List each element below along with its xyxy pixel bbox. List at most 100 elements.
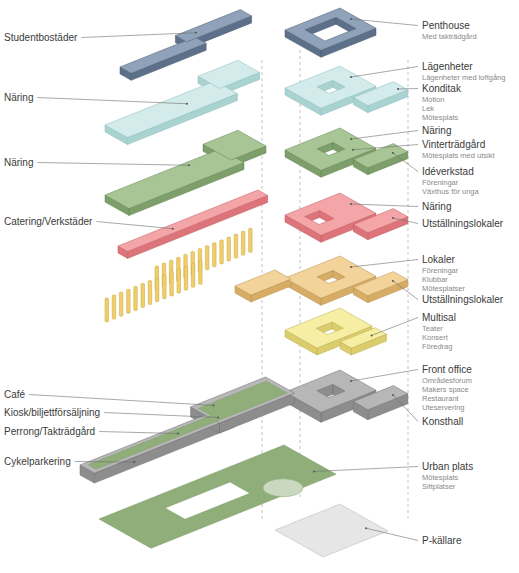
layer-top <box>353 272 407 296</box>
function-note: Mötesplats <box>422 113 458 122</box>
leader-dot <box>392 394 394 396</box>
layer-label: Näring <box>422 201 451 212</box>
layer-label: Näring <box>422 125 451 136</box>
leader-dot <box>172 228 174 230</box>
leader-dot <box>188 164 190 166</box>
leader-dot <box>350 203 352 205</box>
leader-line <box>96 222 172 229</box>
leader-dot <box>350 76 352 78</box>
leader-line <box>75 461 135 463</box>
function-note: Föreningar <box>422 178 458 187</box>
leader-dot <box>213 404 215 406</box>
leader-line <box>393 153 418 172</box>
leader-dot <box>186 103 188 105</box>
leader-dot <box>217 417 219 419</box>
layer-top <box>105 81 237 138</box>
function-note: Uteservering <box>422 403 465 412</box>
leader-line <box>314 467 418 472</box>
layer-label: Urban plats <box>422 461 473 472</box>
layer-top <box>353 209 407 233</box>
column <box>141 284 145 308</box>
column <box>220 240 224 264</box>
leader-line <box>351 131 418 140</box>
leader-line <box>351 204 418 207</box>
column <box>205 246 209 270</box>
leader-dot <box>392 217 394 219</box>
layer-label: Näring <box>4 157 33 168</box>
column <box>199 260 203 284</box>
column <box>184 266 188 290</box>
leader-line <box>351 19 418 26</box>
guide-line <box>408 60 409 520</box>
leader-dot <box>352 149 354 151</box>
layer-top <box>175 10 251 42</box>
leader-dot <box>371 334 373 336</box>
layer-label: Catering/Verkstäder <box>4 216 92 227</box>
basement-layer <box>275 504 388 557</box>
leader-line <box>353 145 418 150</box>
column <box>119 292 123 316</box>
layer-top <box>275 504 388 557</box>
leader-dot <box>365 527 367 529</box>
column <box>170 272 174 296</box>
student-housing-layer <box>120 8 376 80</box>
layer-label: Lägenheter <box>422 61 473 72</box>
leader-line <box>351 370 418 382</box>
ground-layer <box>80 370 408 483</box>
layer-top <box>235 270 291 295</box>
leader-dot <box>392 280 394 282</box>
leader-line <box>29 395 213 406</box>
column <box>134 286 138 310</box>
column <box>249 228 253 252</box>
column <box>191 263 195 287</box>
column <box>127 289 131 313</box>
function-note: Föredrag <box>422 342 452 351</box>
leader-dot <box>177 433 179 435</box>
layer-label: Utställningslokaler <box>422 294 503 305</box>
layer-label: Front office <box>422 364 472 375</box>
column <box>234 234 238 258</box>
layer-top <box>353 386 407 410</box>
layer-top <box>353 82 407 106</box>
column <box>213 243 217 267</box>
function-note: Växthus för unga <box>422 187 479 196</box>
function-note: Teater <box>422 324 443 333</box>
layer-label: P-källare <box>422 535 461 546</box>
column <box>241 231 245 255</box>
layer-label: Multisal <box>422 312 456 323</box>
column <box>112 295 116 319</box>
function-note: Motion <box>422 95 445 104</box>
function-note: Områdesforum <box>422 376 472 385</box>
layer-top <box>340 328 386 348</box>
layer-label: Idéverkstad <box>422 166 474 177</box>
leader-dot <box>397 88 399 90</box>
leader-dot <box>350 18 352 20</box>
leader-dot <box>350 380 352 382</box>
layer-label: Studentbostäder <box>4 32 77 43</box>
layer-label: Penthouse <box>422 20 470 31</box>
column <box>155 278 159 302</box>
layer-top <box>285 8 376 50</box>
hall-layer <box>285 308 386 355</box>
layer-label: Näring <box>4 92 33 103</box>
column <box>163 275 167 299</box>
function-note: Mötesplats med utsikt <box>422 151 495 160</box>
function-note: Föreningar <box>422 266 458 275</box>
roof-garden-strip <box>88 381 287 469</box>
leader-line <box>37 163 189 166</box>
function-note: Restaurant <box>422 394 459 403</box>
leader-line <box>37 98 187 104</box>
layer-label: Kiosk/biljettförsäljning <box>4 407 100 418</box>
function-note: Lägenheter med loftgång <box>422 73 505 82</box>
layer-label: Perrong/Takträdgård <box>4 426 95 437</box>
leader-line <box>372 318 418 336</box>
leader-dot <box>350 138 352 140</box>
layer-label: Café <box>4 389 25 400</box>
layer-top <box>198 60 260 88</box>
layer-label: Vinterträdgård <box>422 139 485 150</box>
leader-line <box>351 260 418 268</box>
layer-top <box>105 149 244 209</box>
function-note: Mötesplats <box>422 473 458 482</box>
layer-label: Konditak <box>422 83 461 94</box>
